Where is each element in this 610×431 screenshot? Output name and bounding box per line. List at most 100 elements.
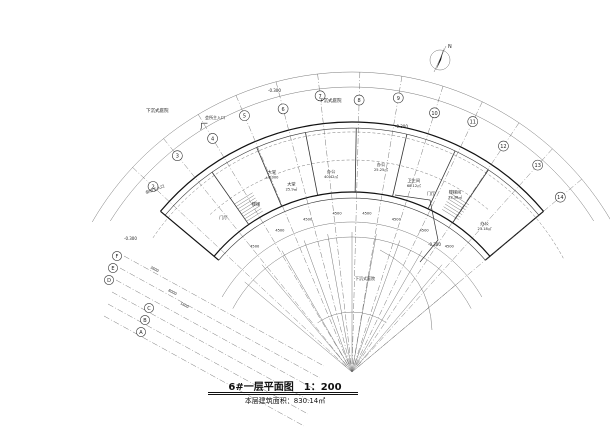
partition-wall (392, 134, 408, 197)
stair-tread (246, 210, 263, 222)
partition-wall (211, 171, 250, 225)
grid-bubble-label: 13 (535, 163, 541, 169)
elevation-mark-2: -0.300 (395, 124, 408, 129)
room-name: 楼梯 (252, 201, 260, 208)
north-label: N (448, 44, 452, 50)
grid-bubble-B: B (140, 315, 150, 325)
stair-tread (236, 195, 255, 207)
grid-bubble-label: 8 (358, 98, 361, 104)
radial-axis-line (354, 86, 444, 365)
room-area: 23.18㎡ (478, 226, 492, 231)
grid-bubble-4: 4 (207, 133, 218, 144)
grid-bubble-E: E (108, 263, 118, 273)
plaza-arc-1 (221, 221, 483, 298)
axis-dimension-label: 8000 (168, 288, 179, 296)
building-inner-wall-inner (218, 197, 486, 261)
fan-ray (351, 264, 443, 373)
fan-ray (351, 234, 377, 373)
straight-axis-line (115, 279, 317, 391)
grid-bubble-circle (144, 303, 154, 313)
room-area: ±0.000 (265, 176, 279, 180)
room-area: 33.36㎡ (448, 195, 462, 200)
room-name: 门厅 (427, 190, 435, 197)
radial-axis-line (353, 76, 403, 365)
door-mark: 厂 (200, 122, 208, 131)
grid-bubble-7: 7 (314, 90, 326, 102)
building-outer-wall-inner (164, 127, 540, 216)
grid-bubble-label: 4 (211, 136, 214, 142)
grid-bubble-F: F (112, 251, 122, 261)
grid-bubble-circle (392, 92, 404, 104)
grid-bubble-label: 3 (176, 154, 179, 160)
stair-tread (444, 203, 463, 215)
radial-axis-line (352, 72, 361, 365)
elevation-mark-3: -0.300 (428, 242, 441, 247)
floor-area-label: 本层建筑面积：830.14㎡ (244, 397, 326, 405)
straight-axis-line (119, 267, 321, 379)
partition-wall (305, 132, 319, 196)
grid-bubble-label: 14 (557, 195, 563, 201)
grid-bubble-D: D (104, 275, 114, 285)
grid-bubble-label: 7 (319, 94, 322, 100)
room-name: 办公 (377, 161, 386, 168)
grid-bubble-circle (207, 133, 218, 144)
grid-bubble-label: 9 (397, 96, 400, 102)
room-name: 大堂 (268, 169, 276, 176)
stair-tread (237, 197, 256, 210)
grid-bubble-5: 5 (239, 110, 250, 121)
grid-bubble-2: 2 (147, 181, 159, 192)
dimension-label: 4500 (445, 244, 455, 248)
room-labels: 大堂±0.000大堂25.9㎡办公40.42㎡办公25.25㎡卫生间68.12㎡… (219, 161, 492, 231)
room-area: 25.25㎡ (374, 167, 388, 172)
stair-tread (443, 206, 461, 218)
stair-tread (450, 193, 470, 206)
grid-bubble-label: B (143, 318, 147, 324)
radial-axis-line (356, 122, 520, 366)
grid-bubble-label: 5 (243, 114, 246, 120)
grid-bubble-13: 13 (532, 159, 544, 171)
grid-bubble-circle (239, 110, 250, 121)
terrace-label-right: 下沉式庭院 (355, 275, 375, 281)
north-arrow-icon: N (429, 44, 452, 73)
room-name: 大堂 (287, 181, 295, 188)
stair-tread (241, 203, 259, 215)
fan-ray (281, 250, 353, 373)
room-area: 68.12㎡ (407, 183, 421, 188)
grid-bubble-circle (429, 107, 440, 119)
room-area: 40.42㎡ (324, 174, 338, 179)
fan-ray (261, 264, 353, 373)
grid-bubble-circle (108, 263, 118, 273)
plan-geometry (92, 71, 610, 427)
dimension-label: 4500 (420, 228, 430, 232)
grid-bubble-label: 11 (470, 120, 476, 126)
fan-ray (327, 234, 353, 373)
grid-bubble-circle (172, 150, 183, 161)
title-underline-thin (208, 394, 358, 395)
grid-bubble-label: A (139, 330, 143, 336)
grid-bubble-circle (314, 90, 326, 102)
axis-dimension-label: 1600 (180, 301, 191, 309)
grid-bubble-12: 12 (498, 140, 509, 152)
radial-axis-line (235, 95, 350, 365)
grid-bubble-circle (104, 275, 114, 285)
stair-tread (242, 205, 260, 217)
courtyard-arc-dash (152, 131, 565, 260)
building-outer-wall (160, 121, 544, 212)
stair-tread (442, 209, 459, 220)
partition-wall (452, 169, 489, 223)
courtyard-arc-outer (92, 71, 610, 223)
grid-bubble-circle (353, 94, 365, 106)
grid-bubble-label: E (111, 266, 114, 272)
title-underline (208, 392, 358, 393)
dimension-label: 4500 (303, 217, 313, 221)
radial-axis-line (355, 101, 483, 365)
outer-label-left: 下沉式庭院 (146, 107, 169, 114)
corridor-line (209, 159, 489, 215)
stair-tread (446, 201, 464, 213)
grid-bubble-circle (532, 159, 544, 171)
grid-bubble-6: 6 (277, 103, 289, 115)
elevation-mark-4: -0.300 (124, 236, 137, 241)
grid-bubble-label: 6 (282, 107, 285, 113)
grid-bubble-circle (147, 181, 159, 192)
dimension-label: 4500 (332, 212, 342, 216)
